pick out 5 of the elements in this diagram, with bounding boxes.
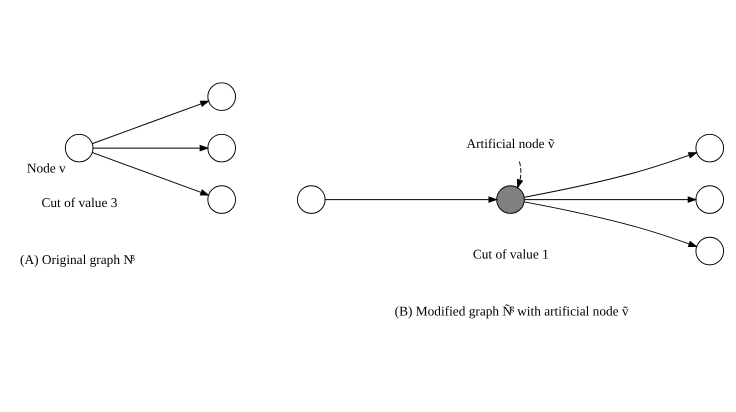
label: (B) Modified graph Ñ$^{g}$ with artificial node ṽ	[394, 302, 629, 318]
label: Cut of value 1	[472, 246, 549, 261]
label: Cut of value 3	[42, 194, 118, 210]
node-label: Node v	[26, 160, 66, 176]
node-text: Artificial node ṽ	[466, 135, 555, 150]
